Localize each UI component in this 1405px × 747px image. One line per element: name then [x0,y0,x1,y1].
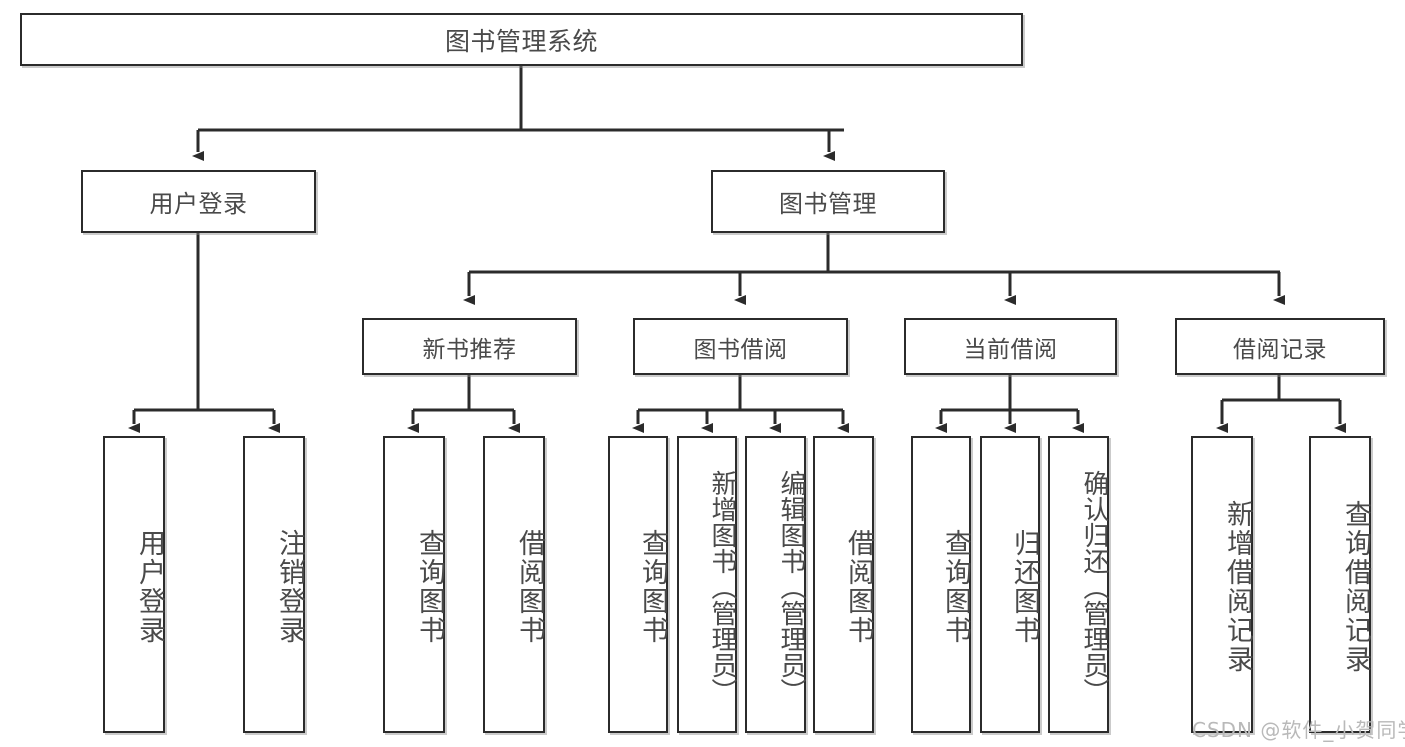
node-borrow-record-label: 借阅记录 [1233,336,1327,363]
leaf-current-borrow-return[interactable]: 归还图书 [980,436,1040,733]
node-root-book-management-system[interactable]: 图书管理系统 [20,13,1023,66]
leaf-book-borrow-query[interactable]: 查询图书 [608,436,668,733]
node-current-borrow-label: 当前借阅 [963,336,1058,363]
leaf-book-borrow-edit[interactable]: 编辑图书（管理员） [745,436,806,733]
leaf-label: 新增图书（管理员） [707,469,737,704]
node-new-book-recommend-label: 新书推荐 [422,336,517,363]
node-user-login[interactable]: 用户登录 [81,170,316,233]
node-new-book-recommend[interactable]: 新书推荐 [362,318,577,375]
leaf-label: 用户登录 [134,528,165,645]
leaf-label: 查询图书 [940,528,971,645]
leaf-label: 注销登录 [274,528,305,645]
node-borrow-record[interactable]: 借阅记录 [1175,318,1385,375]
leaf-current-borrow-query[interactable]: 查询图书 [911,436,971,733]
leaf-label: 借阅图书 [514,528,545,645]
node-user-login-label: 用户登录 [149,190,248,218]
leaf-label: 查询借阅记录 [1340,499,1371,674]
node-book-management[interactable]: 图书管理 [711,170,945,233]
node-book-management-label: 图书管理 [779,190,877,218]
leaf-book-borrow-add[interactable]: 新增图书（管理员） [677,436,737,733]
leaf-label: 归还图书 [1009,528,1040,645]
leaf-borrow-record-add[interactable]: 新增借阅记录 [1191,436,1253,733]
node-current-borrow[interactable]: 当前借阅 [904,318,1117,375]
leaf-label: 新增借阅记录 [1222,499,1253,674]
leaf-borrow-record-query[interactable]: 查询借阅记录 [1309,436,1371,733]
leaf-label: 查询图书 [414,528,445,645]
leaf-label: 查询图书 [637,528,668,645]
node-book-borrow-label: 图书借阅 [693,336,788,363]
leaf-user-login-logout[interactable]: 注销登录 [243,436,305,733]
leaf-current-borrow-confirm-return[interactable]: 确认归还（管理员） [1048,436,1109,733]
node-root-label: 图书管理系统 [444,26,598,56]
leaf-book-borrow-borrow[interactable]: 借阅图书 [813,436,874,733]
leaf-new-book-borrow[interactable]: 借阅图书 [483,436,545,733]
leaf-label: 编辑图书（管理员） [776,469,806,704]
leaf-new-book-query[interactable]: 查询图书 [383,436,445,733]
leaf-user-login-login[interactable]: 用户登录 [103,436,165,733]
leaf-label: 借阅图书 [843,528,874,645]
node-book-borrow[interactable]: 图书借阅 [633,318,848,375]
leaf-label: 确认归还（管理员） [1079,469,1109,704]
